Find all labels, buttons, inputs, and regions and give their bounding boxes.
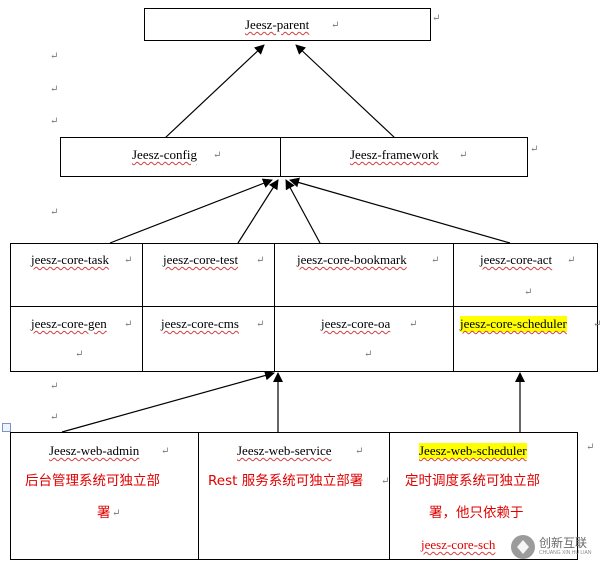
paragraph-mark: ↵ (432, 13, 441, 24)
paragraph-mark: ↵ (409, 319, 418, 330)
paragraph-mark: ↵ (256, 319, 265, 330)
paragraph-mark: ↵ (459, 150, 468, 161)
paragraph-mark: ↵ (524, 287, 533, 298)
watermark-logo: 创新互联 CHUANG XIN HU LIAN (509, 532, 601, 562)
paragraph-mark: ↵ (124, 319, 133, 330)
paragraph-mark: ↵ (50, 84, 59, 95)
web-admin-desc: 后台管理系统可独立部 (25, 473, 160, 489)
paragraph-mark: ↵ (256, 255, 265, 266)
web-table: Jeesz-web-admin ↵ 后台管理系统可独立部 署 ↵ Jeesz-w… (10, 432, 578, 560)
web-scheduler-desc: 定时调度系统可独立部 (405, 473, 540, 489)
core-oa-label: jeesz-core-oa (321, 316, 391, 331)
web-scheduler-title: Jeesz-web-scheduler (419, 443, 527, 459)
paragraph-mark: ↵ (586, 442, 595, 453)
watermark-subtext: CHUANG XIN HU LIAN (539, 550, 592, 556)
config-label: Jeesz-config (132, 147, 197, 162)
paragraph-mark: ↵ (381, 476, 390, 487)
core-task-label: jeesz-core-task (31, 252, 109, 267)
paragraph-mark: ↵ (331, 20, 340, 31)
parent-box: Jeesz-parent ↵ (144, 8, 431, 41)
paragraph-mark: ↵ (530, 144, 539, 155)
framework-cell: Jeesz-framework ↵ (281, 138, 527, 176)
level2-box: Jeesz-config ↵ Jeesz-framework ↵ (60, 137, 528, 177)
paragraph-mark: ↵ (355, 446, 364, 457)
paragraph-mark: ↵ (50, 207, 59, 218)
framework-label: Jeesz-framework (350, 147, 439, 162)
web-service-desc: Rest 服务系统可独立部署 (208, 473, 364, 489)
web-admin-title: Jeesz-web-admin (49, 443, 140, 458)
core-act-label: jeesz-core-act (480, 252, 553, 267)
paragraph-mark: ↵ (112, 508, 121, 519)
arrow-admin-to-core (61, 370, 275, 433)
core-cms-label: jeesz-core-cms (161, 316, 239, 331)
core-table: jeesz-core-task ↵ jeesz-core-test ↵ jees… (10, 243, 602, 372)
web-service-title: Jeesz-web-service (237, 443, 332, 458)
core-scheduler-label: jeesz-core-scheduler (460, 316, 567, 332)
paragraph-mark: ↵ (50, 51, 59, 62)
paragraph-mark: ↵ (431, 255, 440, 266)
web-scheduler-desc-cont: 署，他只依赖于 (429, 505, 524, 521)
paragraph-mark: ↵ (124, 255, 133, 266)
watermark-text: 创新互联 (539, 536, 588, 550)
table-move-handle[interactable] (2, 423, 11, 432)
core-test-label: jeesz-core-test (163, 252, 239, 267)
paragraph-mark: ↵ (50, 381, 59, 392)
core-gen-label: jeesz-core-gen (31, 316, 107, 331)
paragraph-mark: ↵ (567, 255, 576, 266)
paragraph-mark: ↵ (213, 150, 222, 161)
paragraph-mark: ↵ (593, 319, 602, 330)
config-cell: Jeesz-config ↵ (61, 138, 281, 176)
arrow-task-to-level2 (109, 178, 273, 244)
core-bookmark-label: jeesz-core-bookmark (297, 252, 407, 267)
arrow-config-to-parent (164, 44, 265, 139)
web-admin-desc-cont: 署 (97, 505, 111, 521)
parent-label: Jeesz-parent (245, 17, 310, 32)
paragraph-mark: ↵ (50, 116, 59, 127)
paragraph-mark: ↵ (161, 446, 170, 457)
paragraph-mark: ↵ (75, 349, 84, 360)
web-scheduler-depends: jeesz-core-sch (421, 537, 496, 552)
arrow-framework-to-parent (295, 44, 396, 139)
paragraph-mark: ↵ (364, 349, 373, 360)
arrow-act-to-level2 (289, 177, 511, 244)
arrow-bookmark-to-level2 (285, 179, 321, 244)
arrow-test-to-level2 (237, 179, 279, 244)
paragraph-mark: ↵ (50, 412, 59, 423)
